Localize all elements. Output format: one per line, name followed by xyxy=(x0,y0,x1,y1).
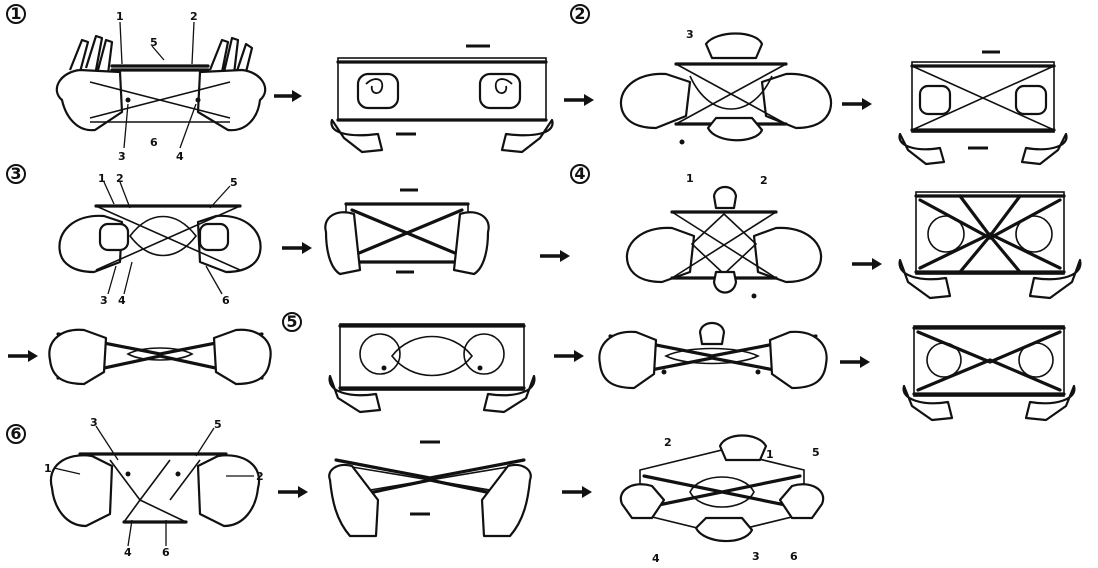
svg-text:5: 5 xyxy=(812,446,820,459)
svg-text:3: 3 xyxy=(752,550,760,563)
flow-arrow xyxy=(840,356,870,368)
step-5-figure-c xyxy=(904,326,1075,420)
step-1-marker: 1 xyxy=(7,4,25,23)
step-4-figure-a: 1 2 xyxy=(627,172,821,299)
step-4-marker: 4 xyxy=(571,164,589,183)
flow-arrow xyxy=(554,350,584,362)
flow-arrow xyxy=(282,242,312,254)
svg-text:2: 2 xyxy=(256,470,264,483)
step-6-figure-c: 2 1 5 4 3 6 xyxy=(621,436,823,566)
svg-text:1: 1 xyxy=(98,172,106,185)
svg-text:3: 3 xyxy=(100,294,108,307)
svg-text:4: 4 xyxy=(118,294,126,307)
svg-text:4: 4 xyxy=(652,552,660,565)
step-3-figure-a: 1 2 5 3 4 6 xyxy=(59,172,260,307)
step-4-figure-c xyxy=(49,330,270,384)
svg-text:1: 1 xyxy=(766,448,774,461)
svg-text:1: 1 xyxy=(686,172,694,185)
flow-arrow xyxy=(852,258,882,270)
svg-text:2: 2 xyxy=(116,172,124,185)
svg-text:6: 6 xyxy=(10,424,21,443)
svg-text:3: 3 xyxy=(686,28,694,41)
step-6-figure-a: 3 5 1 2 4 6 xyxy=(44,416,264,559)
svg-text:6: 6 xyxy=(162,546,170,559)
flow-arrow xyxy=(564,94,594,106)
svg-text:2: 2 xyxy=(574,4,585,23)
step-4-figure-b xyxy=(900,192,1081,298)
step-3-marker: 3 xyxy=(7,164,25,183)
svg-text:4: 4 xyxy=(176,150,184,163)
svg-text:2: 2 xyxy=(190,10,198,23)
flow-arrow xyxy=(274,90,302,102)
svg-text:5: 5 xyxy=(286,312,297,331)
step-2-figure-a: 3 xyxy=(621,28,831,145)
svg-text:6: 6 xyxy=(222,294,230,307)
svg-text:6: 6 xyxy=(150,136,158,149)
step-6-marker: 6 xyxy=(7,424,25,443)
svg-text:5: 5 xyxy=(214,418,222,431)
svg-text:5: 5 xyxy=(230,176,238,189)
step-5-figure-a xyxy=(330,324,535,412)
svg-text:3: 3 xyxy=(118,150,126,163)
flow-arrow xyxy=(562,486,592,498)
svg-text:6: 6 xyxy=(790,550,798,563)
step-5-figure-b xyxy=(599,323,826,388)
step-1-figure-b xyxy=(331,46,552,152)
flow-arrow xyxy=(842,98,872,110)
svg-text:2: 2 xyxy=(760,174,768,187)
svg-text:5: 5 xyxy=(150,36,158,49)
svg-text:1: 1 xyxy=(116,10,124,23)
svg-text:3: 3 xyxy=(90,416,98,429)
flow-arrow xyxy=(8,350,38,362)
step-2-marker: 2 xyxy=(571,4,589,23)
svg-text:4: 4 xyxy=(574,164,585,183)
svg-text:2: 2 xyxy=(664,436,672,449)
svg-text:1: 1 xyxy=(44,462,52,475)
step-3-figure-b xyxy=(325,190,488,274)
flow-arrow xyxy=(278,486,308,498)
svg-text:3: 3 xyxy=(10,164,21,183)
step-6-figure-b xyxy=(329,442,531,536)
svg-text:4: 4 xyxy=(124,546,132,559)
flow-arrow xyxy=(540,250,570,262)
svg-text:1: 1 xyxy=(10,4,21,23)
step-5-marker: 5 xyxy=(283,312,301,331)
step-1-figure-a: 1 2 5 3 6 4 xyxy=(57,10,265,163)
step-2-figure-b xyxy=(899,52,1066,164)
